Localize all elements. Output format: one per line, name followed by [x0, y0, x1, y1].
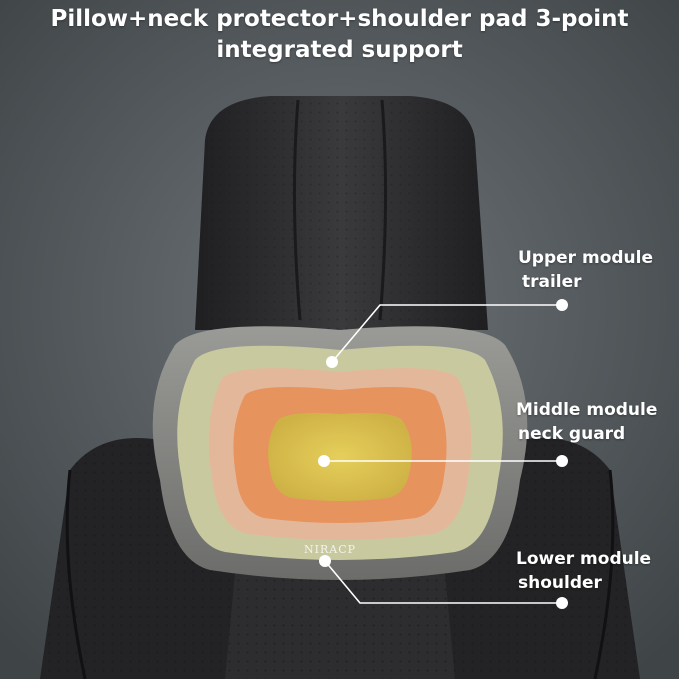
callout-upper-title: Upper module [518, 248, 653, 268]
callout-upper: Upper module trailer [518, 246, 653, 294]
callout-middle: Middle module neck guard [516, 398, 657, 446]
callout-upper-subtitle: trailer [522, 272, 582, 292]
callout-dot-lower-start [319, 555, 331, 567]
headline-line-1: Pillow+neck protector+shoulder pad 3-poi… [50, 6, 629, 32]
zone-core [268, 412, 412, 501]
callout-dot-lower-end [556, 597, 568, 609]
brand-logo: NIRACP [304, 543, 357, 556]
callout-dot-upper-end [556, 299, 568, 311]
headline: Pillow+neck protector+shoulder pad 3-poi… [0, 4, 679, 66]
callout-dot-upper-start [326, 356, 338, 368]
callout-lower-subtitle: shoulder [518, 573, 602, 593]
callout-middle-subtitle: neck guard [518, 424, 626, 444]
callout-lower-title: Lower module [516, 549, 652, 569]
callout-dot-middle-end [556, 455, 568, 467]
callout-line-upper [331, 304, 562, 363]
headline-line-2: integrated support [216, 37, 463, 63]
callout-dot-middle-start [318, 455, 330, 467]
callout-middle-title: Middle module [516, 400, 658, 420]
callout-lower: Lower module shoulder [516, 547, 651, 595]
callout-line-lower [324, 560, 562, 604]
